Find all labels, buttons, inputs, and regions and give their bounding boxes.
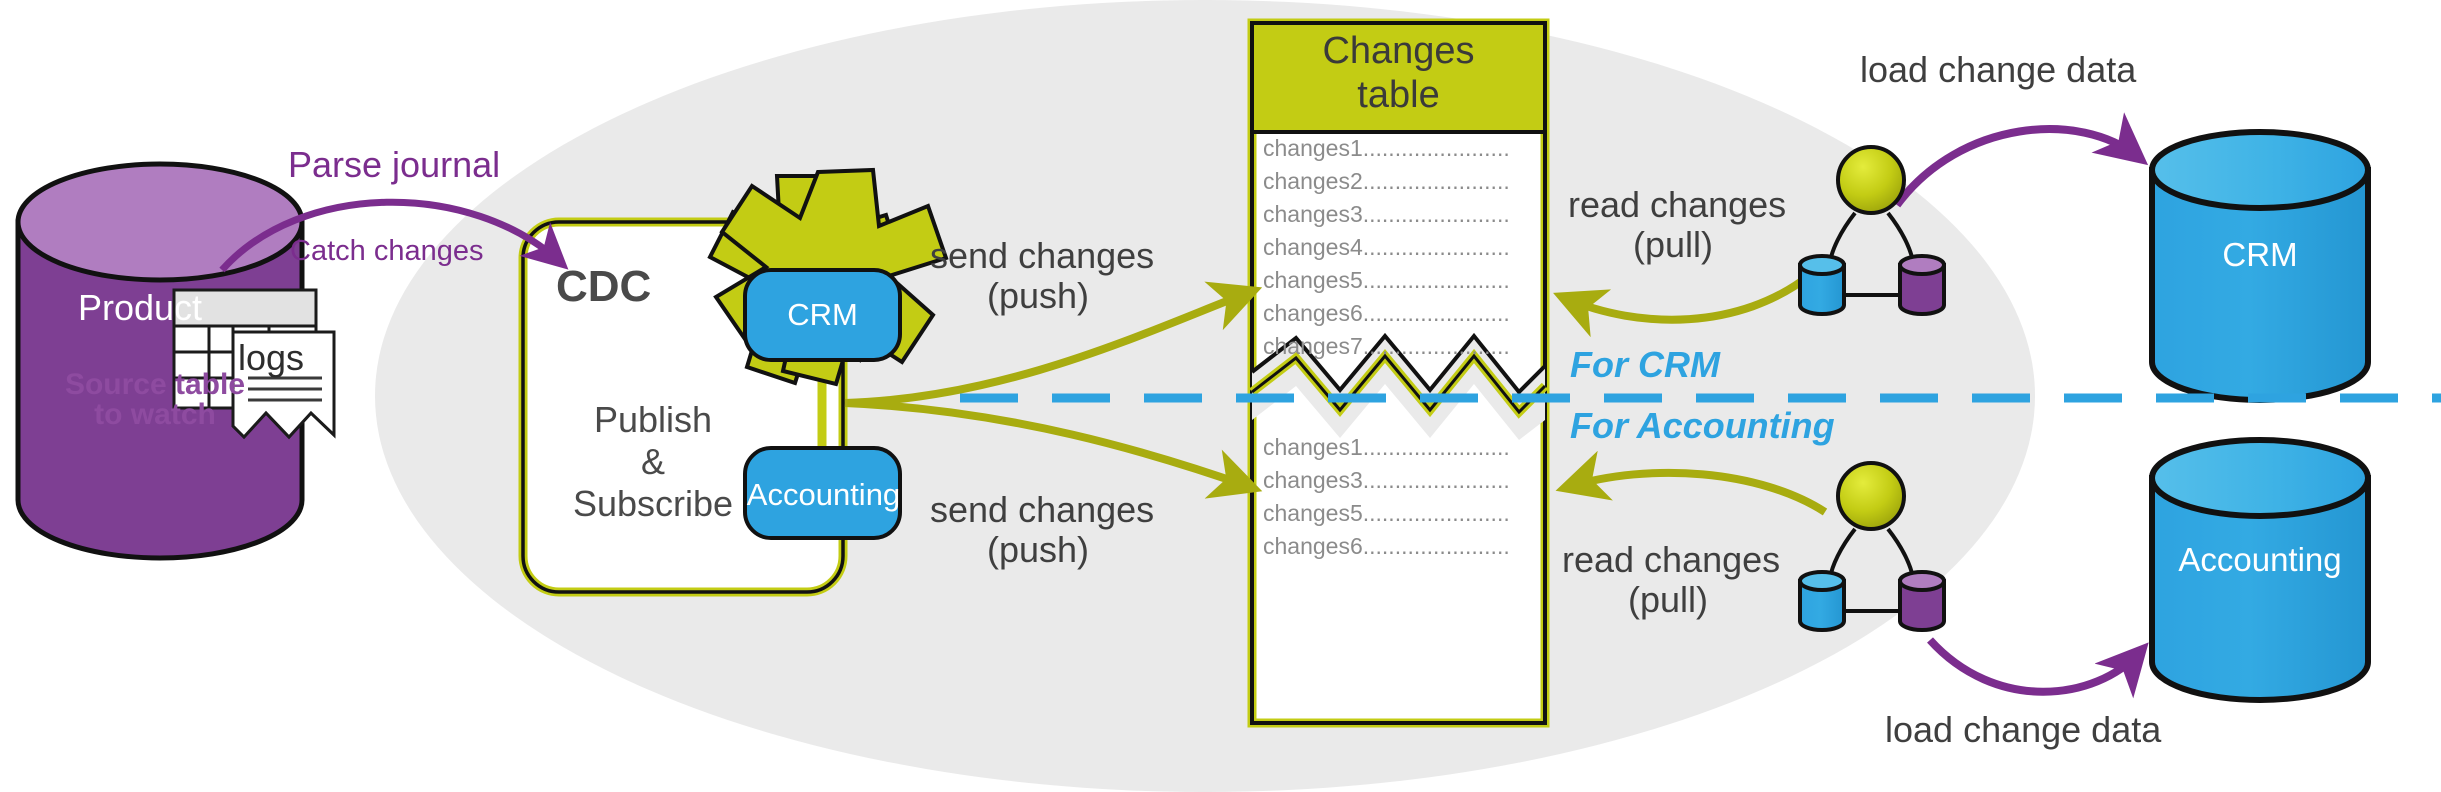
changes-row: changes6....................... — [1263, 300, 1510, 326]
partition-label-for-crm: For CRM — [1570, 344, 1720, 385]
cdc-title: CDC — [556, 262, 652, 311]
logs-document-body — [231, 330, 336, 440]
read-changes-pull-label-top-line2: (pull) — [1632, 224, 1713, 265]
cdc-subtitle-line2: & — [640, 441, 665, 482]
catch-changes-arrow — [219, 198, 569, 273]
parse-journal-label: Parse journal — [288, 144, 501, 185]
cdc-subscriber-pill-crm[interactable] — [743, 268, 902, 362]
read-changes-pull-arrow-top — [1553, 271, 1813, 338]
load-change-data-arrow-bottom — [1927, 637, 2149, 699]
changes-row: changes3....................... — [1263, 201, 1510, 227]
source-caption-line2: to watch — [94, 398, 216, 431]
changes-row: changes5....................... — [1263, 500, 1510, 526]
changes-row: changes6....................... — [1263, 533, 1510, 559]
changes-row: changes7....................... — [1263, 333, 1510, 359]
cdc-box-outline — [521, 220, 845, 594]
load-change-data-label-top: load change data — [1860, 49, 2137, 90]
changes-row: changes2....................... — [1263, 168, 1510, 194]
send-changes-push-label-top-line2: (push) — [986, 275, 1090, 316]
consumer-node-top — [1798, 145, 1946, 316]
read-changes-pull-label-bottom-line2: (pull) — [1627, 579, 1708, 620]
catch-changes-label: Catch changes — [290, 235, 484, 267]
send-changes-push-arrow-bottom — [844, 399, 1263, 499]
cdc-subscriber-label-accounting: Accounting — [746, 477, 901, 512]
load-change-data-label-bottom: load change data — [1885, 709, 2162, 750]
partition-label-for-accounting: For Accounting — [1570, 405, 1835, 446]
cdc-subtitle-line1: Publish — [593, 399, 713, 440]
changes-table-header-line2: table — [1357, 74, 1440, 116]
changes-table-header — [1256, 27, 1541, 132]
read-changes-pull-arrow-bottom — [1555, 450, 1828, 516]
changes-table-header-line1: Changes — [1322, 30, 1475, 72]
send-changes-push-label-top-line1: send changes — [930, 235, 1155, 276]
changes-table-tear — [1249, 332, 1549, 440]
cdc-subscriber-label-crm: CRM — [787, 297, 858, 332]
source-caption-line1: Source table — [64, 368, 246, 401]
cdc-subscriber-pill-accounting[interactable] — [743, 446, 902, 540]
send-changes-push-label-bottom-line1: send changes — [930, 489, 1155, 530]
send-changes-push-arrow-top — [844, 281, 1263, 407]
consumer-node-bottom — [1798, 461, 1946, 632]
logs-document-label: logs — [238, 337, 305, 378]
target-db-label-accounting: Accounting — [2178, 541, 2342, 578]
load-change-data-arrow-top — [1893, 112, 2149, 208]
changes-row: changes1....................... — [1263, 135, 1510, 161]
read-changes-pull-label-bottom-line1: read changes — [1562, 539, 1781, 580]
changes-row: changes3....................... — [1263, 467, 1510, 493]
target-db-accounting[interactable] — [2149, 437, 2371, 703]
product-cylinder-label: Product — [77, 287, 203, 328]
read-changes-pull-label-top-line1: read changes — [1568, 184, 1787, 225]
changes-row: changes5....................... — [1263, 267, 1510, 293]
changes-row: changes1....................... — [1263, 434, 1510, 460]
changes-row: changes4....................... — [1263, 234, 1510, 260]
target-db-label-crm: CRM — [2222, 236, 2298, 273]
cdc-subtitle-line3: Subscribe — [572, 483, 734, 524]
send-changes-push-label-bottom-line2: (push) — [986, 529, 1090, 570]
